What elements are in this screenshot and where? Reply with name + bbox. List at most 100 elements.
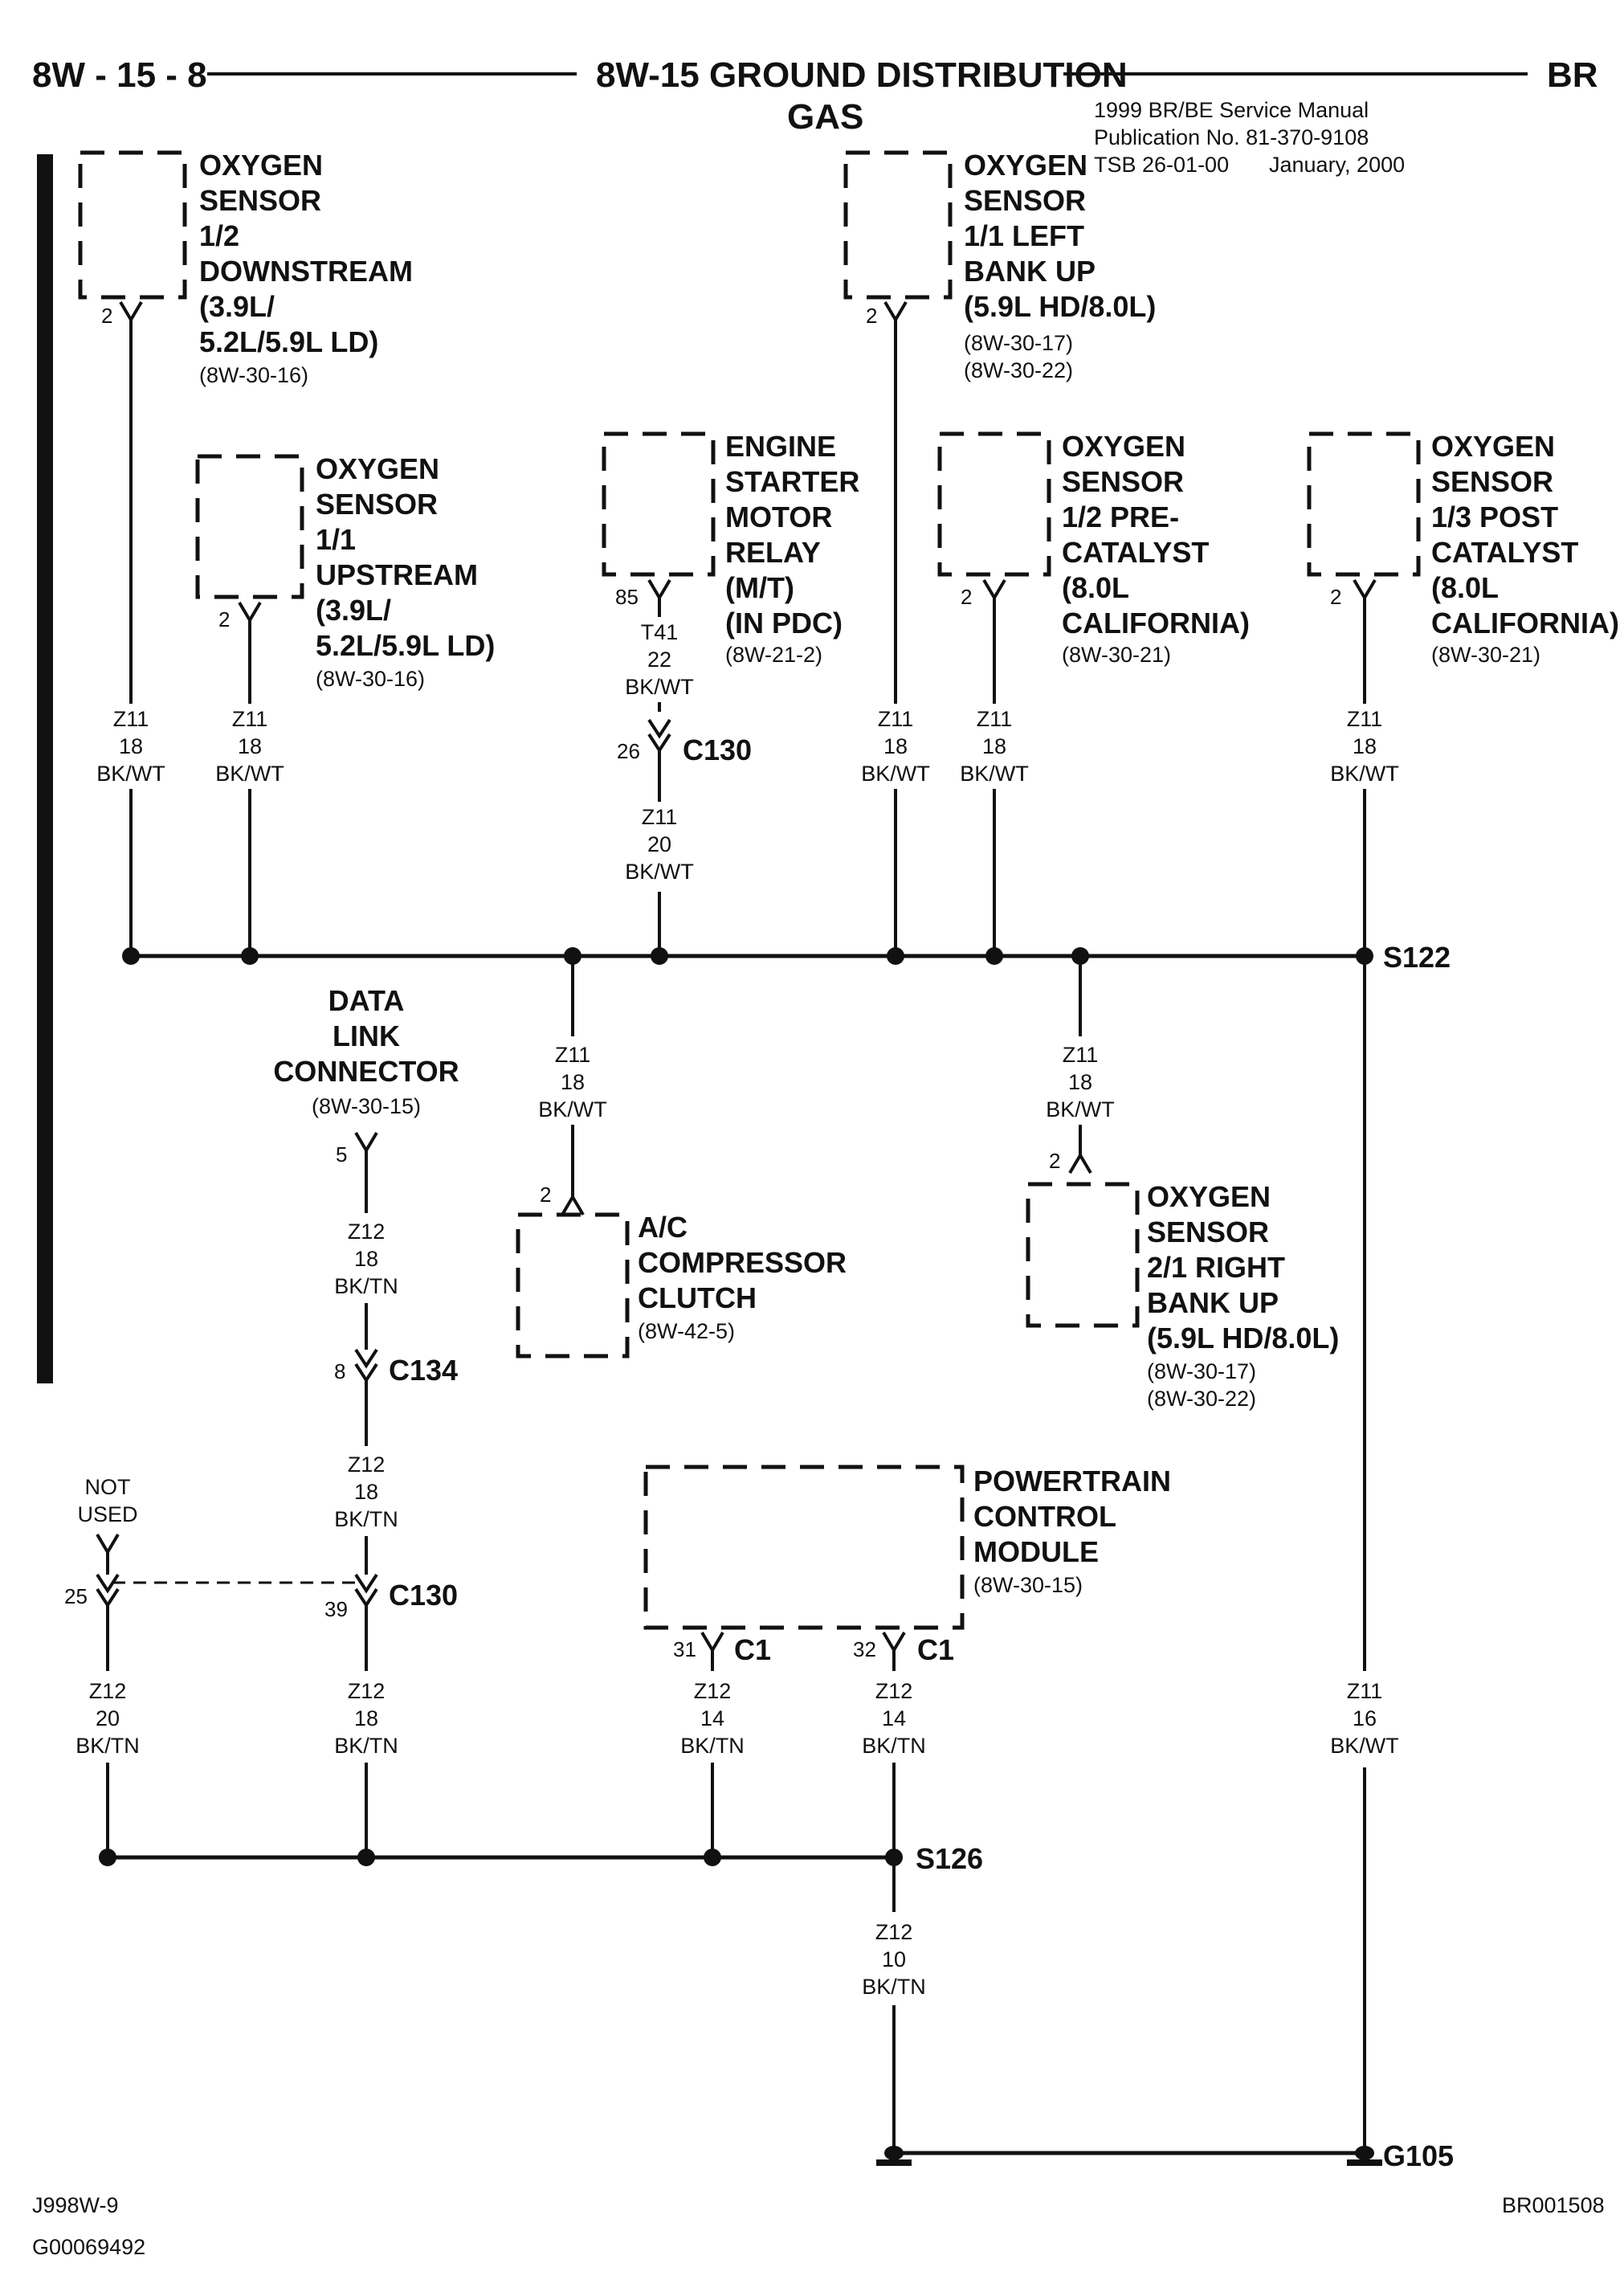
ground-symbol bbox=[1347, 2159, 1382, 2166]
wire-color: BK/WT bbox=[960, 762, 1029, 786]
connector-pin: 39 bbox=[324, 1597, 348, 1621]
c130-bottom-left-connector-symbol[interactable] bbox=[96, 1573, 120, 1671]
data-link-connector[interactable]: DATA LINK CONNECTOR (8W-30-15) 5 Z12 18 … bbox=[273, 984, 459, 1857]
splice-dot bbox=[704, 1849, 721, 1866]
component-label-line: OXYGEN bbox=[316, 452, 439, 485]
pin-number: 31 bbox=[673, 1637, 696, 1661]
component-label-line: (5.9L HD/8.0L) bbox=[964, 290, 1156, 323]
wire-o2-downstream[interactable] bbox=[119, 300, 143, 956]
pcm-pin-31-symbol bbox=[700, 1631, 724, 1671]
c134-connector-symbol[interactable] bbox=[354, 1348, 378, 1446]
wire-code: Z11 bbox=[977, 707, 1013, 731]
wire-o2-right-lower[interactable] bbox=[1068, 1125, 1092, 1175]
ground-terminal bbox=[884, 2146, 904, 2160]
manual-title: 1999 BR/BE Service Manual bbox=[1094, 98, 1369, 122]
wire-s122-to-g105[interactable]: Z11 16 BK/WT bbox=[1330, 956, 1399, 2153]
component-label-line: SENSOR bbox=[1062, 465, 1184, 498]
component-label-line: DATA bbox=[328, 984, 405, 1017]
component-label-line: BANK UP bbox=[1147, 1286, 1279, 1319]
oxygen-sensor-1-1-upstream[interactable]: OXYGEN SENSOR 1/1 UPSTREAM (3.9L/ 5.2L/5… bbox=[195, 452, 495, 956]
component-label-line: OXYGEN bbox=[1147, 1180, 1271, 1213]
wire-ac-lower[interactable] bbox=[561, 1125, 585, 1216]
wire-code: Z12 bbox=[348, 1452, 386, 1477]
wire-color: BK/TN bbox=[334, 1274, 398, 1298]
ground-terminal bbox=[1355, 2146, 1374, 2160]
wire-code: Z12 bbox=[694, 1679, 732, 1703]
component-ref: (8W-30-21) bbox=[1062, 643, 1171, 667]
component-label-line: CALIFORNIA) bbox=[1062, 607, 1250, 639]
graphic-code: G00069492 bbox=[32, 2235, 145, 2259]
wire-color: BK/WT bbox=[861, 762, 930, 786]
component-label-line: CLUTCH bbox=[638, 1281, 757, 1314]
pcm-pin-32-symbol bbox=[882, 1631, 906, 1671]
pin-number: 2 bbox=[218, 607, 230, 631]
oxygen-sensor-1-2-downstream[interactable]: OXYGEN SENSOR 1/2 DOWNSTREAM (3.9L/ 5.2L… bbox=[78, 149, 413, 956]
connector-name: C130 bbox=[683, 733, 752, 766]
wire-color: BK/WT bbox=[538, 1097, 607, 1122]
wire-color: BK/TN bbox=[862, 1734, 926, 1758]
wire-code: Z12 bbox=[348, 1220, 386, 1244]
wire-gauge: 22 bbox=[647, 648, 671, 672]
figure-code: J998W-9 bbox=[32, 2193, 119, 2217]
component-label-line: 5.2L/5.9L LD) bbox=[316, 629, 495, 662]
component-label-line: A/C bbox=[638, 1211, 688, 1244]
component-box bbox=[516, 1212, 630, 1358]
page-number: 8W - 15 - 8 bbox=[32, 55, 207, 95]
component-label-line: (3.9L/ bbox=[199, 290, 275, 323]
component-label-line: 1/2 PRE- bbox=[1062, 500, 1179, 533]
wire-code: Z12 bbox=[89, 1679, 127, 1703]
wire-dlc-top[interactable] bbox=[354, 1131, 378, 1213]
wire-gauge: 18 bbox=[238, 734, 262, 758]
component-box bbox=[1026, 1182, 1140, 1328]
powertrain-control-module[interactable]: POWERTRAIN CONTROL MODULE (8W-30-15) 31 … bbox=[643, 1465, 1171, 1857]
wire-color: BK/TN bbox=[334, 1507, 398, 1531]
ac-compressor-clutch[interactable]: Z11 18 BK/WT 2 A/C COMPRESSOR CLUTCH (8W… bbox=[516, 956, 847, 1358]
wire-code: Z11 bbox=[642, 805, 678, 829]
oxygen-sensor-1-3-post-catalyst[interactable]: OXYGEN SENSOR 1/3 POST CATALYST (8.0L CA… bbox=[1307, 430, 1619, 956]
wire-gauge: 18 bbox=[354, 1480, 378, 1504]
drawing-code: BR001508 bbox=[1502, 2193, 1605, 2217]
wire-color: BK/TN bbox=[75, 1734, 140, 1758]
ground-g105[interactable]: G105 bbox=[876, 2139, 1454, 2172]
wire-color: BK/TN bbox=[334, 1734, 398, 1758]
pin-number: 5 bbox=[336, 1142, 347, 1166]
wire-label-gaps bbox=[112, 617, 1383, 887]
connector-name: C134 bbox=[389, 1354, 458, 1387]
pin-number: 2 bbox=[1330, 585, 1341, 609]
not-used-branch[interactable]: NOT USED 25 Z12 20 BK/TN bbox=[64, 1475, 361, 1857]
splice-dot bbox=[122, 947, 140, 965]
component-label-line: 1/1 bbox=[316, 523, 356, 556]
wire-code: Z12 bbox=[348, 1679, 386, 1703]
component-label-line: POWERTRAIN bbox=[973, 1465, 1171, 1497]
splice-s122-bus[interactable]: S122 bbox=[122, 941, 1451, 974]
wire-code: Z11 bbox=[232, 707, 268, 731]
component-box bbox=[843, 150, 953, 300]
ground-label: G105 bbox=[1383, 2139, 1454, 2172]
oxygen-sensor-2-1-right-bank[interactable]: Z11 18 BK/WT 2 OXYGEN SENSOR 2/1 RIGHT B… bbox=[1026, 956, 1339, 1411]
wire-o2-left-bank[interactable] bbox=[883, 300, 908, 956]
component-box bbox=[1307, 431, 1421, 577]
wire-gauge: 14 bbox=[700, 1706, 724, 1730]
component-label-line: CONNECTOR bbox=[273, 1055, 459, 1088]
component-label-line: BANK UP bbox=[964, 255, 1096, 288]
component-label-line: (8.0L bbox=[1431, 571, 1499, 604]
component-label-line: (5.9L HD/8.0L) bbox=[1147, 1322, 1339, 1354]
wire-gauge: 20 bbox=[96, 1706, 120, 1730]
component-label-line: OXYGEN bbox=[964, 149, 1087, 182]
splice-dot bbox=[357, 1849, 375, 1866]
connector-name: C1 bbox=[917, 1633, 954, 1666]
component-label-line: MOTOR bbox=[725, 500, 832, 533]
splice-label: S122 bbox=[1383, 941, 1451, 974]
component-box bbox=[643, 1465, 965, 1630]
wire-gauge: 18 bbox=[982, 734, 1006, 758]
splice-s126-bus[interactable]: S126 Z12 10 BK/TN bbox=[99, 1842, 983, 2150]
component-label-line: SENSOR bbox=[1431, 465, 1553, 498]
oxygen-sensor-1-2-pre-catalyst[interactable]: OXYGEN SENSOR 1/2 PRE- CATALYST (8.0L CA… bbox=[937, 430, 1250, 956]
page-header: 8W - 15 - 8 8W-15 GROUND DISTRIBUTION BR… bbox=[32, 55, 1598, 177]
component-label-line: 1/3 POST bbox=[1431, 500, 1558, 533]
c130-bottom-connector-symbol[interactable] bbox=[354, 1573, 378, 1671]
connector-name: C1 bbox=[734, 1633, 771, 1666]
oxygen-sensor-1-1-left-bank[interactable]: OXYGEN SENSOR 1/1 LEFT BANK UP (5.9L HD/… bbox=[843, 149, 1156, 956]
wire-gauge: 20 bbox=[647, 832, 671, 856]
